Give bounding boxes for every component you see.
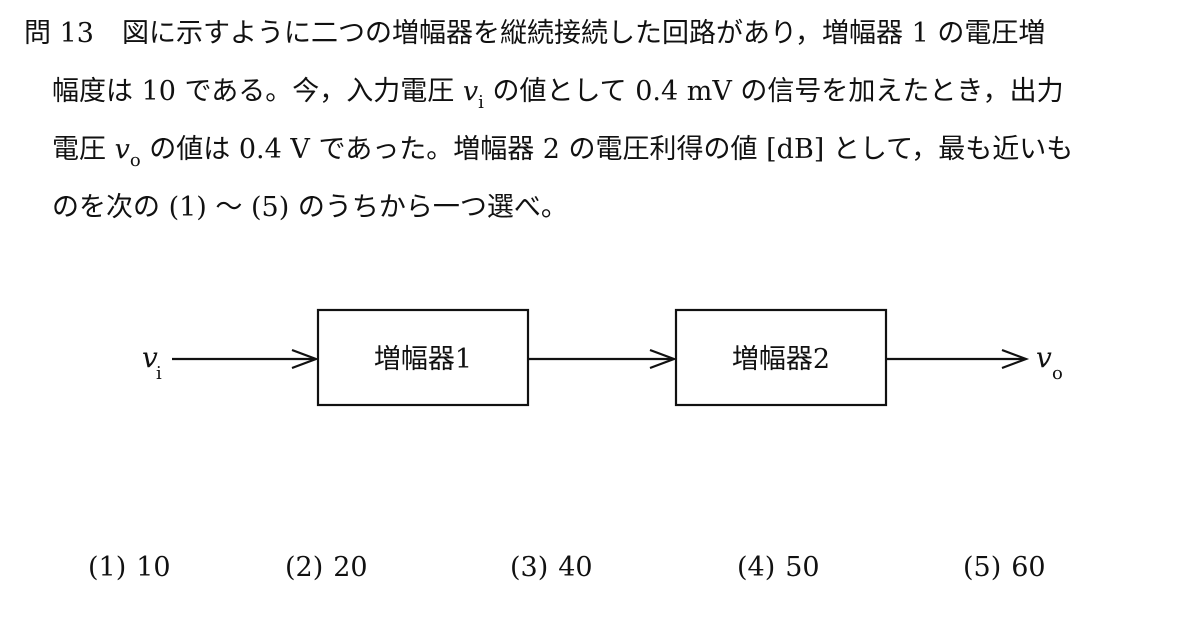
question-line-3: 電圧 vo の値は 0.4 V であった。増幅器 2 の電圧利得の値 [dB] … xyxy=(52,130,1073,181)
choice-4[interactable]: (4) 50 xyxy=(737,548,820,588)
choice-2[interactable]: (2) 20 xyxy=(285,548,368,588)
output-symbol-sub: o xyxy=(1052,363,1063,384)
question-text-line3a: 電圧 xyxy=(52,134,115,165)
choice-number: (4) xyxy=(737,552,776,583)
question-number: 問 13 xyxy=(24,18,94,49)
question-text-line4: のを次の (1) ～ (5) のうちから一つ選べ。 xyxy=(52,192,568,223)
amp2-box xyxy=(674,308,888,407)
var-v: v xyxy=(114,134,130,165)
input-voltage-symbol: vi xyxy=(462,76,484,113)
question-line-1: 問 13 図に示すように二つの増幅器を縦続接続した回路があり，増幅器 1 の電圧増 xyxy=(24,14,1045,54)
question-text-line3b: の値は 0.4 V であった。増幅器 2 の電圧利得の値 [dB] として，最も… xyxy=(140,134,1074,165)
choice-number: (5) xyxy=(963,552,1002,583)
question-text-line2a: 幅度は 10 である。今，入力電圧 xyxy=(52,76,463,107)
output-arrowhead xyxy=(1001,348,1030,370)
amp1-box xyxy=(316,308,530,407)
question-line-4: のを次の (1) ～ (5) のうちから一つ選べ。 xyxy=(52,188,568,228)
choice-1[interactable]: (1) 10 xyxy=(88,548,171,588)
choice-number: (2) xyxy=(285,552,324,583)
input-arrowhead xyxy=(291,348,320,370)
amp2-label: 増幅器2 xyxy=(732,344,830,375)
input-symbol: v xyxy=(142,341,158,374)
question-text-line2b: の値として 0.4 mV の信号を加えたとき，出力 xyxy=(483,76,1064,107)
choice-value: 10 xyxy=(136,552,171,583)
choice-value: 50 xyxy=(785,552,820,583)
amp1-label: 増幅器1 xyxy=(374,344,472,375)
var-sub-i: i xyxy=(478,92,484,113)
var-sub-o: o xyxy=(129,150,141,171)
question-text-line1: 図に示すように二つの増幅器を縦続接続した回路があり，増幅器 1 の電圧増 xyxy=(121,18,1046,49)
var-v: v xyxy=(462,76,479,107)
choice-value: 40 xyxy=(558,552,593,583)
input-symbol-sub: i xyxy=(156,363,162,384)
choice-value: 20 xyxy=(333,552,368,583)
choice-5[interactable]: (5) 60 xyxy=(963,548,1046,588)
choice-3[interactable]: (3) 40 xyxy=(510,548,593,588)
output-voltage-symbol: vo xyxy=(114,134,141,171)
question-line-2: 幅度は 10 である。今，入力電圧 vi の値として 0.4 mV の信号を加え… xyxy=(52,72,1064,123)
output-symbol: v xyxy=(1036,341,1052,374)
choice-number: (1) xyxy=(88,552,127,583)
choice-number: (3) xyxy=(510,552,549,583)
middle-arrowhead xyxy=(649,348,678,370)
choice-value: 60 xyxy=(1011,552,1046,583)
